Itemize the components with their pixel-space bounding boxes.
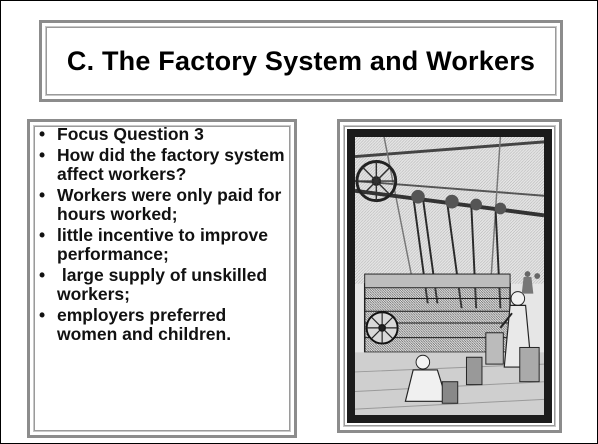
factory-engraving-icon	[355, 137, 544, 415]
bullet-dot: •	[39, 145, 46, 165]
slide-title: C. The Factory System and Workers	[66, 45, 536, 76]
bullet-item: • employers preferred women and children.	[38, 306, 290, 344]
bullet-item: • little incentive to improve performance…	[38, 226, 290, 264]
bullet-item: • large supply of unskilled workers;	[38, 266, 290, 304]
bullet-item: • Workers were only paid for hours worked…	[38, 186, 290, 224]
bullet-list: • Focus Question 3 • How did the factory s…	[38, 125, 290, 346]
bullet-dot: •	[39, 225, 46, 245]
bullet-dot: •	[39, 124, 46, 144]
bullet-dot: •	[39, 265, 46, 285]
bullet-text: little incentive to improve performance;	[57, 225, 269, 264]
bullet-text: Workers were only paid for hours worked;	[57, 185, 282, 224]
bullet-dot: •	[39, 305, 46, 325]
bullet-item: • How did the factory system affect worke…	[38, 146, 290, 184]
bullet-item: • Focus Question 3	[38, 125, 290, 144]
bullet-text: How did the factory system affect worker…	[57, 145, 285, 184]
title-box: C. The Factory System and Workers	[39, 20, 563, 102]
bullet-text-box: • Focus Question 3 • How did the factory s…	[27, 119, 297, 438]
picture-frame	[337, 119, 562, 433]
bullet-dot: •	[39, 185, 46, 205]
bullet-text: large supply of unskilled workers;	[57, 265, 272, 304]
bullet-text: employers preferred women and children.	[57, 305, 232, 344]
bullet-text: Focus Question 3	[57, 124, 204, 144]
factory-engraving-image	[347, 129, 552, 423]
